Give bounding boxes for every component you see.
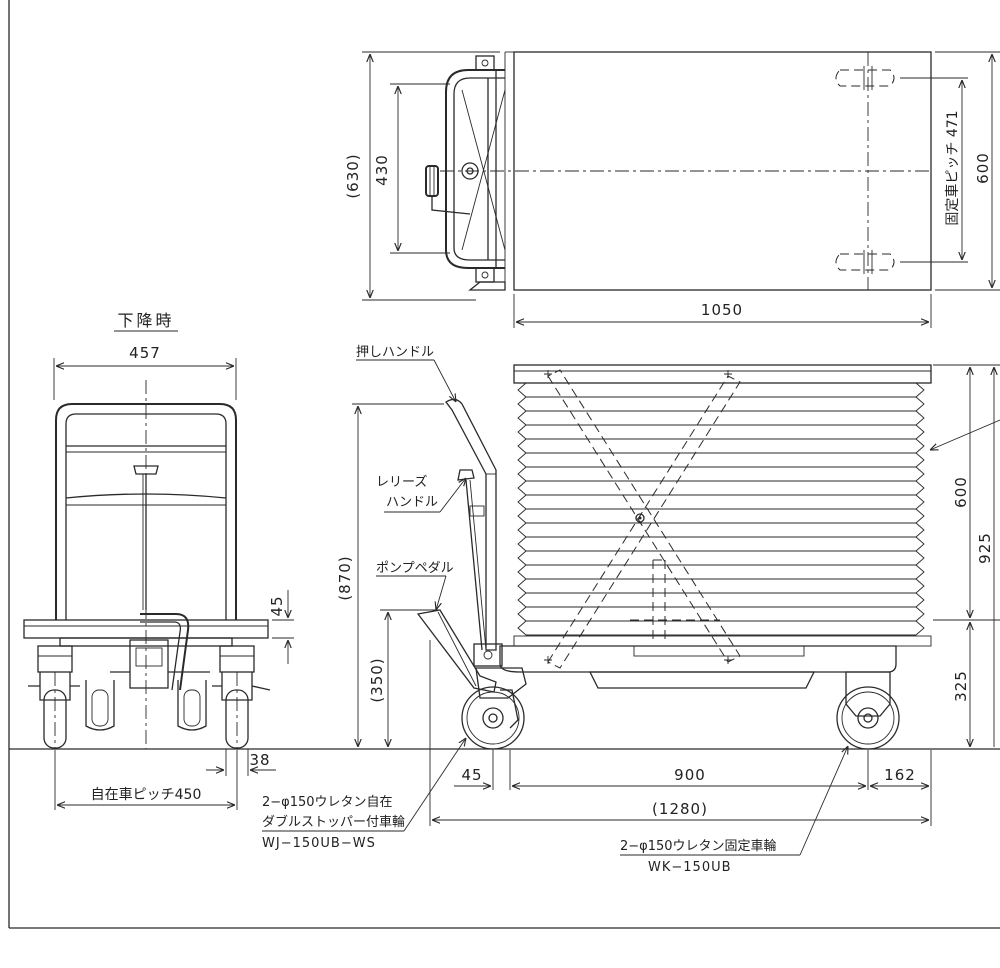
note-fixed-model: WK−150UB (648, 860, 732, 875)
dim-600-top: 600 (935, 51, 1000, 291)
dim-870-text: (870) (336, 555, 354, 600)
callout-release-handle: レリーズ ハンドル (376, 474, 466, 513)
side-view: 押しハンドル レリーズ ハンドル ポンプペダル (870) (350) (336, 345, 1000, 826)
label-pump-pedal: ポンプペダル (376, 561, 454, 576)
callout-bellows (930, 419, 1000, 450)
dim-600-top-text: 600 (974, 152, 992, 184)
callout-push-handle: 押しハンドル (356, 345, 456, 402)
dim-1280-text: (1280) (652, 800, 708, 818)
dim-1050: 1050 (513, 294, 932, 328)
label-release-line1: レリーズ (376, 474, 427, 490)
front-view-casters (28, 645, 271, 749)
dim-630: (630) (344, 51, 500, 301)
dim-457-text: 457 (129, 344, 161, 362)
dim-38-text: 38 (249, 751, 270, 769)
label-release-line2: ハンドル (386, 495, 438, 510)
dim-457: 457 (53, 344, 237, 400)
dim-fixed-pitch: 固定車ピッチ 471 (900, 77, 968, 263)
dim-870: (870) (336, 403, 444, 747)
side-base-frame (499, 635, 932, 689)
note-swivel-wheel: 2−φ150ウレタン自在 ダブルストッパー付車輪 WJ−150UB−WS (262, 738, 466, 851)
dim-325: 325 (952, 622, 970, 747)
top-view: (630) 430 固定車ピッチ 471 600 1050 (344, 51, 1000, 328)
dim-45-side: 45 (454, 750, 511, 790)
dim-caster-pitch: 自在車ピッチ450 (54, 750, 238, 810)
label-push-handle: 押しハンドル (356, 345, 434, 360)
dim-caster-pitch-text: 自在車ピッチ450 (91, 786, 202, 803)
top-view-table (440, 51, 932, 291)
dim-430: 430 (373, 83, 450, 254)
dim-600-side: 600 (933, 364, 1000, 621)
dim-45-front-text: 45 (268, 595, 286, 616)
dim-925-text: 925 (976, 532, 994, 564)
dim-45-front: 45 (268, 590, 294, 664)
dim-1050-text: 1050 (701, 301, 743, 319)
dim-350-text: (350) (368, 657, 386, 702)
front-view: 下降時 457 (23, 311, 294, 810)
front-view-title: 下降時 (117, 311, 174, 330)
dim-162: 162 (870, 750, 932, 826)
note-swivel-line1: 2−φ150ウレタン自在 (262, 795, 393, 810)
side-swivel-wheel (461, 667, 527, 750)
front-view-deck (23, 613, 269, 691)
dim-600-side-text: 600 (952, 476, 970, 508)
dim-430-text: 430 (373, 154, 391, 186)
side-bellows (517, 382, 925, 636)
side-table-top (513, 364, 932, 384)
dim-350: (350) (368, 609, 438, 747)
dim-900: 900 (512, 750, 869, 790)
side-handle (445, 398, 503, 667)
note-fixed-wheel: 2−φ150ウレタン固定車輪 WK−150UB (620, 746, 848, 875)
dim-162-text: 162 (884, 766, 916, 784)
note-fixed-line1: 2−φ150ウレタン固定車輪 (620, 838, 777, 854)
side-scissor (544, 369, 741, 669)
dim-900-text: 900 (674, 766, 706, 784)
dim-325-text: 325 (952, 670, 970, 702)
dim-45-side-text: 45 (461, 766, 482, 784)
dim-fixed-pitch-text: 固定車ピッチ 471 (944, 110, 961, 225)
dim-925: 925 (976, 367, 994, 747)
dim-630-text: (630) (344, 153, 362, 198)
side-fixed-wheel (836, 671, 900, 750)
note-swivel-model: WJ−150UB−WS (262, 836, 376, 851)
drawing-border (8, 0, 1000, 929)
dim-1280: (1280) (429, 640, 929, 826)
top-view-handle (425, 55, 506, 291)
dim-38: 38 (206, 749, 276, 776)
front-view-handle (55, 380, 237, 749)
callout-pump-pedal: ポンプペダル (376, 561, 454, 610)
note-swivel-line2: ダブルストッパー付車輪 (262, 814, 405, 830)
